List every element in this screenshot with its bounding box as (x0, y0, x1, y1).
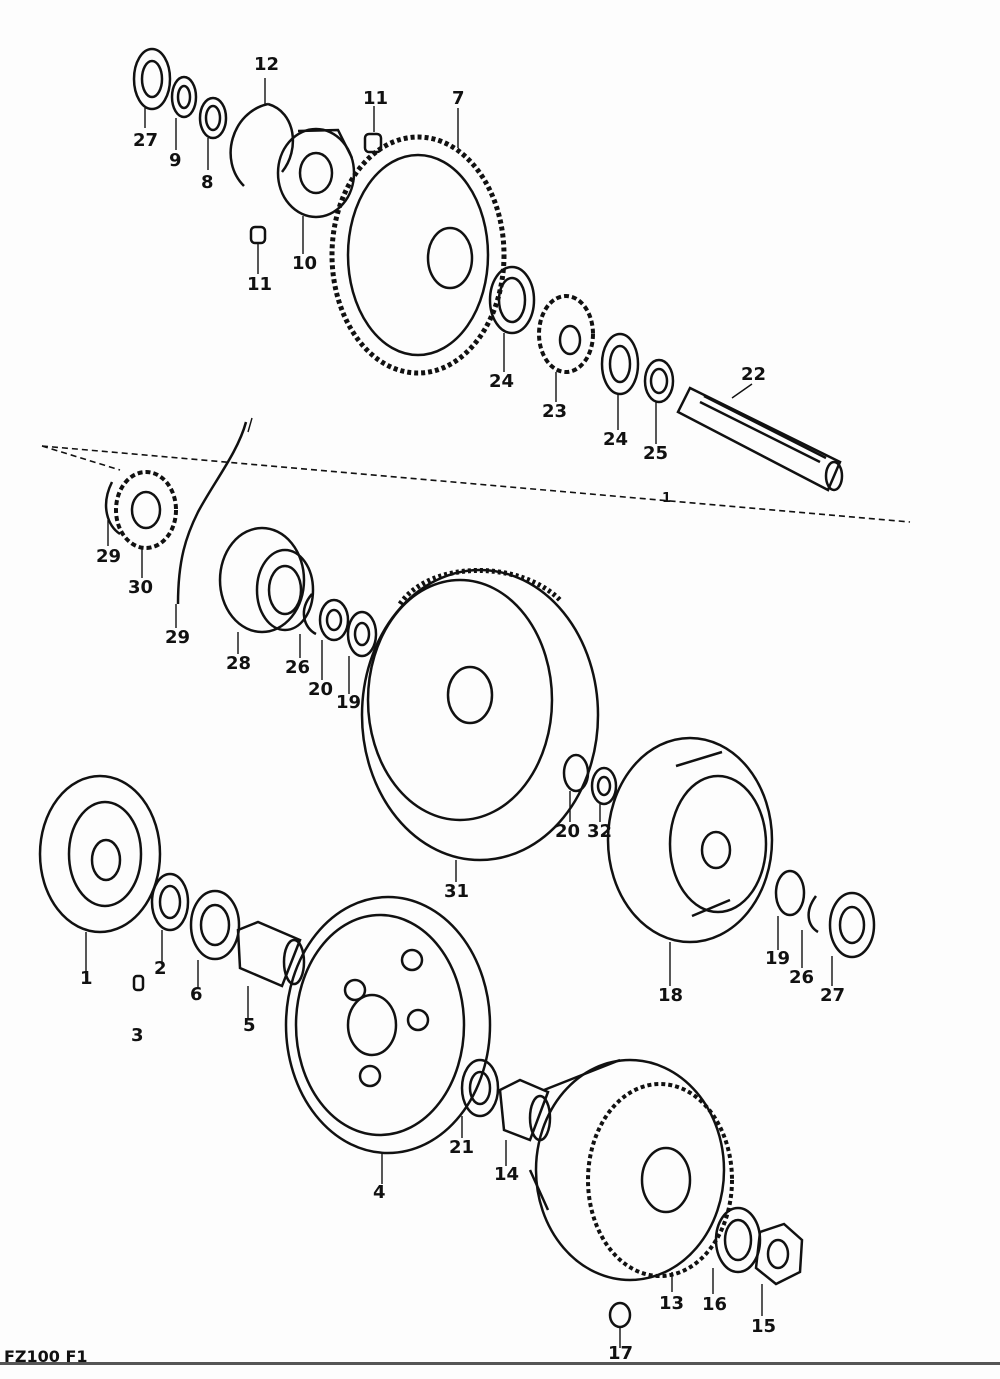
callout-11-top: 11 (363, 88, 389, 109)
callout-7: 7 (452, 88, 465, 109)
callout-11-bottom: 11 (247, 274, 273, 295)
callout-20-mid: 20 (308, 679, 334, 700)
callout-1-axis: 1 (662, 491, 672, 506)
pulley-1 (38, 774, 162, 934)
callout-4: 4 (373, 1182, 386, 1203)
callout-32: 32 (587, 821, 613, 842)
callout-12: 12 (254, 54, 280, 75)
callout-10: 10 (292, 253, 318, 274)
drum-4 (284, 895, 492, 1155)
callout-13: 13 (659, 1293, 685, 1314)
nut-11 (249, 132, 383, 245)
shaft-22 (676, 386, 844, 492)
callout-15: 15 (751, 1316, 777, 1337)
callout-8: 8 (201, 172, 214, 193)
washer-24-a (488, 265, 536, 335)
callout-21: 21 (449, 1137, 475, 1158)
callout-27-right: 27 (820, 985, 846, 1006)
callout-25: 25 (643, 443, 669, 464)
callout-29-lower: 29 (165, 627, 191, 648)
washer-20-mid (318, 598, 350, 642)
callout-28: 28 (226, 653, 252, 674)
callout-5: 5 (243, 1015, 256, 1036)
washer-19-right (774, 869, 806, 917)
circlip-17 (608, 1301, 632, 1329)
callout-20-right: 20 (555, 821, 581, 842)
one-way-clutch-10 (276, 127, 356, 219)
clutch-hub-28 (218, 526, 315, 634)
circlip-26-mid (302, 593, 317, 636)
leader-lines (85, 78, 833, 1348)
callout-30: 30 (128, 577, 154, 598)
callout-27-top: 27 (133, 130, 159, 151)
dashed-axis-line (41, 445, 911, 523)
callout-26-mid: 26 (285, 657, 311, 678)
callout-26-right: 26 (789, 967, 815, 988)
washer-8 (198, 96, 228, 140)
washer-25 (643, 358, 675, 404)
clutch-assembly-13 (528, 1058, 734, 1282)
callout-24-b: 24 (603, 429, 629, 450)
callout-9: 9 (169, 150, 182, 171)
callout-18: 18 (658, 985, 684, 1006)
callout-19-right: 19 (765, 948, 791, 969)
bearing-27-right (828, 891, 876, 959)
washer-20-right (562, 753, 590, 793)
circlip-29-upper (104, 481, 121, 536)
callout-29-upper: 29 (96, 546, 122, 567)
key-3 (132, 974, 145, 992)
callout-23: 23 (542, 401, 568, 422)
gear-30 (114, 470, 178, 550)
clutch-shoe-18 (606, 736, 774, 944)
callout-17: 17 (608, 1343, 634, 1364)
drum-31 (360, 568, 600, 862)
spring-3-wire (176, 421, 248, 605)
callout-14: 14 (494, 1164, 520, 1185)
bushing-5 (236, 920, 306, 988)
footer-model-label: FZ100 F1 (4, 1347, 88, 1366)
callout-3: 3 (131, 1025, 144, 1046)
washer-21 (460, 1058, 500, 1118)
callout-2: 2 (154, 958, 167, 979)
callout-24-a: 24 (489, 371, 515, 392)
washer-2 (150, 872, 190, 932)
callout-22: 22 (741, 364, 767, 385)
washer-19-mid (346, 610, 378, 658)
callout-1: 1 (80, 968, 93, 989)
callout-6: 6 (190, 984, 203, 1005)
washer-32 (590, 766, 618, 806)
nut-15 (754, 1222, 804, 1286)
callout-19-mid: 19 (336, 692, 362, 713)
washer-24-b (600, 332, 640, 396)
seal-9 (170, 75, 198, 119)
callout-16: 16 (702, 1294, 728, 1315)
footer-rule (0, 1362, 1000, 1365)
ring-gear-7 (329, 134, 507, 376)
circlip-26-right (807, 895, 819, 934)
circlip-12 (229, 102, 295, 187)
washer-6 (189, 889, 241, 961)
callout-31: 31 (444, 881, 470, 902)
sprocket-23 (537, 294, 595, 374)
bearing-27-top (132, 47, 172, 111)
washer-16 (714, 1206, 762, 1274)
